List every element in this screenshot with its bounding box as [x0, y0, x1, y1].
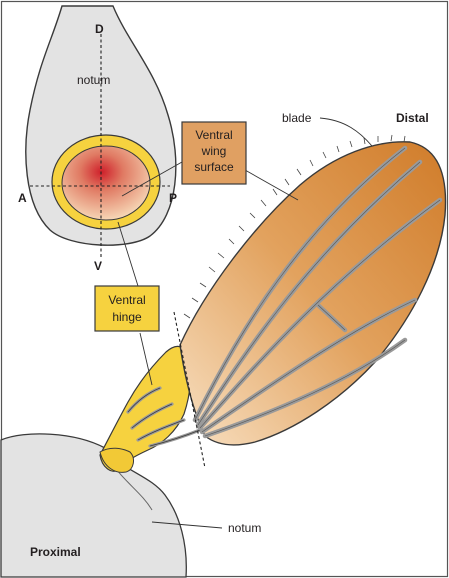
blade-label: blade — [282, 111, 312, 125]
proximal-label: Proximal — [30, 545, 81, 559]
axis-label-a: A — [18, 191, 27, 205]
axis-label-v: V — [94, 259, 102, 273]
axis-label-d: D — [95, 22, 104, 36]
ventral-hinge-callout: Ventral hinge — [95, 286, 159, 331]
disc-notum-label: notum — [77, 73, 110, 87]
ventral-wing-pouch — [62, 146, 150, 220]
ventral-wing-surface-line1: Ventral — [195, 128, 232, 142]
distal-label: Distal — [396, 111, 429, 125]
ventral-wing-surface-callout: Ventral wing surface — [182, 122, 246, 184]
axis-label-p: P — [169, 191, 177, 205]
ventral-wing-surface-line3: surface — [194, 160, 234, 174]
ventral-hinge-line2: hinge — [112, 310, 142, 324]
notum-body-label: notum — [228, 521, 261, 535]
ventral-hinge-line1: Ventral — [108, 293, 145, 307]
ventral-wing-surface-line2: wing — [201, 144, 227, 158]
